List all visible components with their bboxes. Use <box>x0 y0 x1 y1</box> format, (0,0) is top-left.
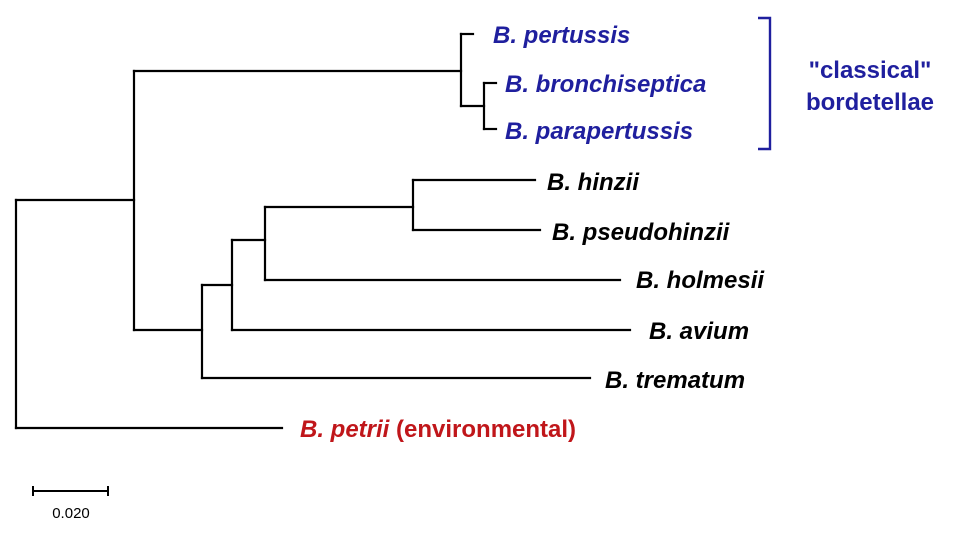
scale-bar-label: 0.020 <box>52 505 90 522</box>
classical-group-bracket <box>758 16 772 151</box>
taxon-label-trematum: B. trematum <box>605 367 745 394</box>
taxon-label-pertussis: B. pertussis <box>493 22 630 49</box>
taxon-name-petrii: B. petrii <box>300 416 391 443</box>
taxon-suffix-petrii: (environmental) <box>389 416 576 443</box>
group-label-line2: bordetellae <box>806 89 934 116</box>
taxon-label-petrii: B. petrii (environmental) <box>300 416 576 443</box>
taxon-label-bronchiseptica: B. bronchiseptica <box>505 71 706 98</box>
taxon-label-avium: B. avium <box>649 318 749 345</box>
group-label-line1: "classical" <box>809 57 932 84</box>
taxon-label-holmesii: B. holmesii <box>636 267 765 294</box>
taxon-label-hinzii: B. hinzii <box>547 169 640 196</box>
taxon-label-parapertussis: B. parapertussis <box>505 118 693 145</box>
taxon-label-pseudohinzii: B. pseudohinzii <box>552 219 731 246</box>
